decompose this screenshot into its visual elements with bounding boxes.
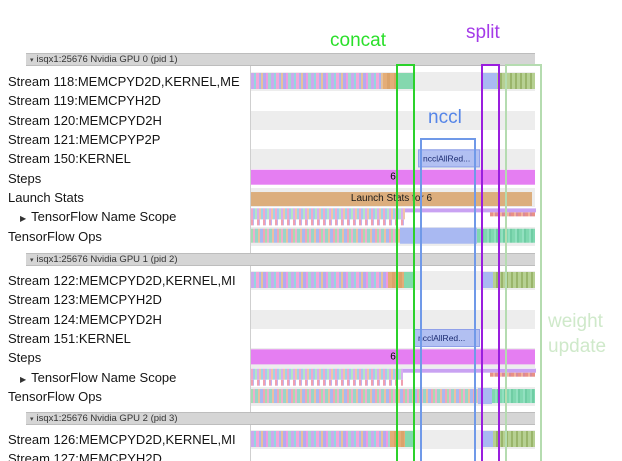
row-label-text: TensorFlow Ops — [8, 228, 102, 244]
row-label-stream-151-kernel[interactable]: Stream 151:KERNEL — [0, 329, 250, 348]
expand-arrow-icon: ▾ — [30, 57, 34, 64]
trace-event-scope-red[interactable] — [490, 212, 535, 217]
split-box — [481, 64, 500, 461]
trace-event-teal[interactable] — [404, 272, 413, 288]
trace-event-launch[interactable]: Launch Stats for 6 — [251, 192, 532, 207]
row-label-tensorflow-name-scope[interactable]: ▶ TensorFlow Name Scope — [0, 368, 262, 389]
section-header-label: isqx1:25676 Nvidia GPU 1 (pid 2) — [36, 254, 178, 265]
row-label-tensorflow-ops[interactable]: TensorFlow Ops — [0, 387, 250, 406]
section-header-label: isqx1:25676 Nvidia GPU 0 (pid 1) — [36, 54, 178, 65]
row-label-text: Stream 119:MEMCPYH2D — [8, 93, 161, 109]
row-label-stream-126-memcpyd2d-kernel-mi[interactable]: Stream 126:MEMCPYD2D,KERNEL,MI — [0, 430, 250, 449]
trace-event-scope-dense[interactable] — [251, 368, 403, 386]
trace-event-peri[interactable] — [481, 431, 493, 447]
row-label-text: Stream 122:MEMCPYD2D,KERNEL,MI — [8, 273, 236, 288]
row-label-stream-118-memcpyd2d-kernel-me[interactable]: Stream 118:MEMCPYD2D,KERNEL,ME — [0, 72, 250, 91]
row-label-tensorflow-name-scope[interactable]: ▶ TensorFlow Name Scope — [0, 207, 262, 228]
expand-arrow-icon: ▾ — [30, 416, 34, 423]
row-label-text: Stream 126:MEMCPYD2D,KERNEL,MI — [8, 432, 236, 447]
row-label-text: Launch Stats — [8, 190, 84, 206]
row-label-stream-120-memcpyd2h[interactable]: Stream 120:MEMCPYD2H — [0, 111, 250, 130]
row-label-text: Stream 121:MEMCPYP2P — [8, 132, 161, 148]
row-label-stream-119-memcpyh2d[interactable]: Stream 119:MEMCPYH2D — [0, 91, 250, 110]
row-background — [251, 309, 535, 329]
row-label-text: Stream 124:MEMCPYD2H — [8, 311, 162, 327]
row-label-stream-123-memcpyh2d[interactable]: Stream 123:MEMCPYH2D — [0, 290, 250, 309]
row-label-text: Stream 123:MEMCPYH2D — [8, 292, 162, 308]
collapsed-arrow-icon: ▶ — [20, 374, 27, 384]
trace-event-dense[interactable] — [251, 431, 390, 447]
trace-event-orange[interactable] — [383, 73, 397, 89]
weight-update-box — [505, 64, 542, 461]
nccl-box — [420, 138, 476, 461]
row-label-stream-124-memcpyd2h[interactable]: Stream 124:MEMCPYD2H — [0, 310, 250, 329]
row-label-steps[interactable]: Steps — [0, 348, 250, 367]
row-label-launch-stats[interactable]: Launch Stats — [0, 188, 250, 207]
section-header-gpu1[interactable]: ▾isqx1:25676 Nvidia GPU 1 (pid 2) — [26, 253, 535, 266]
row-label-text: Stream 118:MEMCPYD2D,KERNEL,ME — [8, 74, 240, 89]
row-label-text: TensorFlow Ops — [8, 389, 102, 405]
weight-update-annotation-label: weight update — [548, 311, 607, 357]
section-header-gpu2[interactable]: ▾isqx1:25676 Nvidia GPU 2 (pid 3) — [26, 412, 535, 425]
collapsed-arrow-icon: ▶ — [20, 214, 27, 224]
trace-event-teal[interactable] — [397, 73, 413, 89]
trace-event-ncclbox[interactable]: ncclAllRed... — [418, 149, 480, 168]
trace-event-teal[interactable] — [405, 431, 413, 447]
trace-event-ncclbox[interactable]: ncclAllRed... — [413, 329, 480, 348]
concat-annotation-label: concat — [330, 30, 386, 51]
trace-event-peri[interactable] — [481, 73, 497, 89]
nccl-annotation-label: nccl — [428, 107, 462, 128]
expand-arrow-icon: ▾ — [30, 257, 34, 264]
trace-event-olive[interactable] — [493, 431, 535, 447]
trace-event-peri[interactable] — [400, 227, 477, 244]
row-label-tensorflow-ops[interactable]: TensorFlow Ops — [0, 227, 250, 246]
trace-event-scope-dense[interactable] — [251, 208, 405, 226]
row-label-text: TensorFlow Name Scope — [31, 209, 177, 225]
row-label-stream-122-memcpyd2d-kernel-mi[interactable]: Stream 122:MEMCPYD2D,KERNEL,MI — [0, 271, 250, 290]
row-label-text: Stream 151:KERNEL — [8, 331, 131, 347]
row-label-text: Steps — [8, 170, 42, 186]
concat-box — [396, 64, 415, 461]
trace-event-ops-dense[interactable] — [251, 228, 400, 243]
row-background — [251, 110, 535, 130]
row-label-stream-150-kernel[interactable]: Stream 150:KERNEL — [0, 149, 250, 168]
row-label-steps[interactable]: Steps — [0, 169, 250, 188]
section-header-label: isqx1:25676 Nvidia GPU 2 (pid 3) — [36, 413, 178, 424]
trace-event-peri[interactable] — [481, 272, 493, 288]
trace-event-steps[interactable]: 6 — [251, 169, 535, 185]
trace-event-steps[interactable]: 6 — [251, 349, 535, 365]
section-header-gpu0[interactable]: ▾isqx1:25676 Nvidia GPU 0 (pid 1) — [26, 53, 535, 66]
trace-event-scope-red[interactable] — [490, 372, 535, 377]
row-label-text: Stream 127:MEMCPYH2D — [8, 451, 162, 461]
row-label-text: Steps — [8, 350, 42, 366]
trace-event-dense[interactable] — [251, 73, 383, 89]
row-label-text: Stream 150:KERNEL — [8, 151, 131, 167]
trace-event-olive[interactable] — [493, 272, 535, 288]
row-label-text: TensorFlow Name Scope — [31, 369, 177, 385]
row-label-stream-127-memcpyh2d[interactable]: Stream 127:MEMCPYH2D — [0, 449, 250, 461]
split-annotation-label: split — [466, 22, 500, 43]
row-label-text: Stream 120:MEMCPYD2H — [8, 112, 162, 128]
trace-event-teal-dense[interactable] — [492, 389, 535, 404]
trace-event-dense[interactable] — [251, 272, 388, 288]
row-label-stream-121-memcpyp2p[interactable]: Stream 121:MEMCPYP2P — [0, 130, 250, 149]
